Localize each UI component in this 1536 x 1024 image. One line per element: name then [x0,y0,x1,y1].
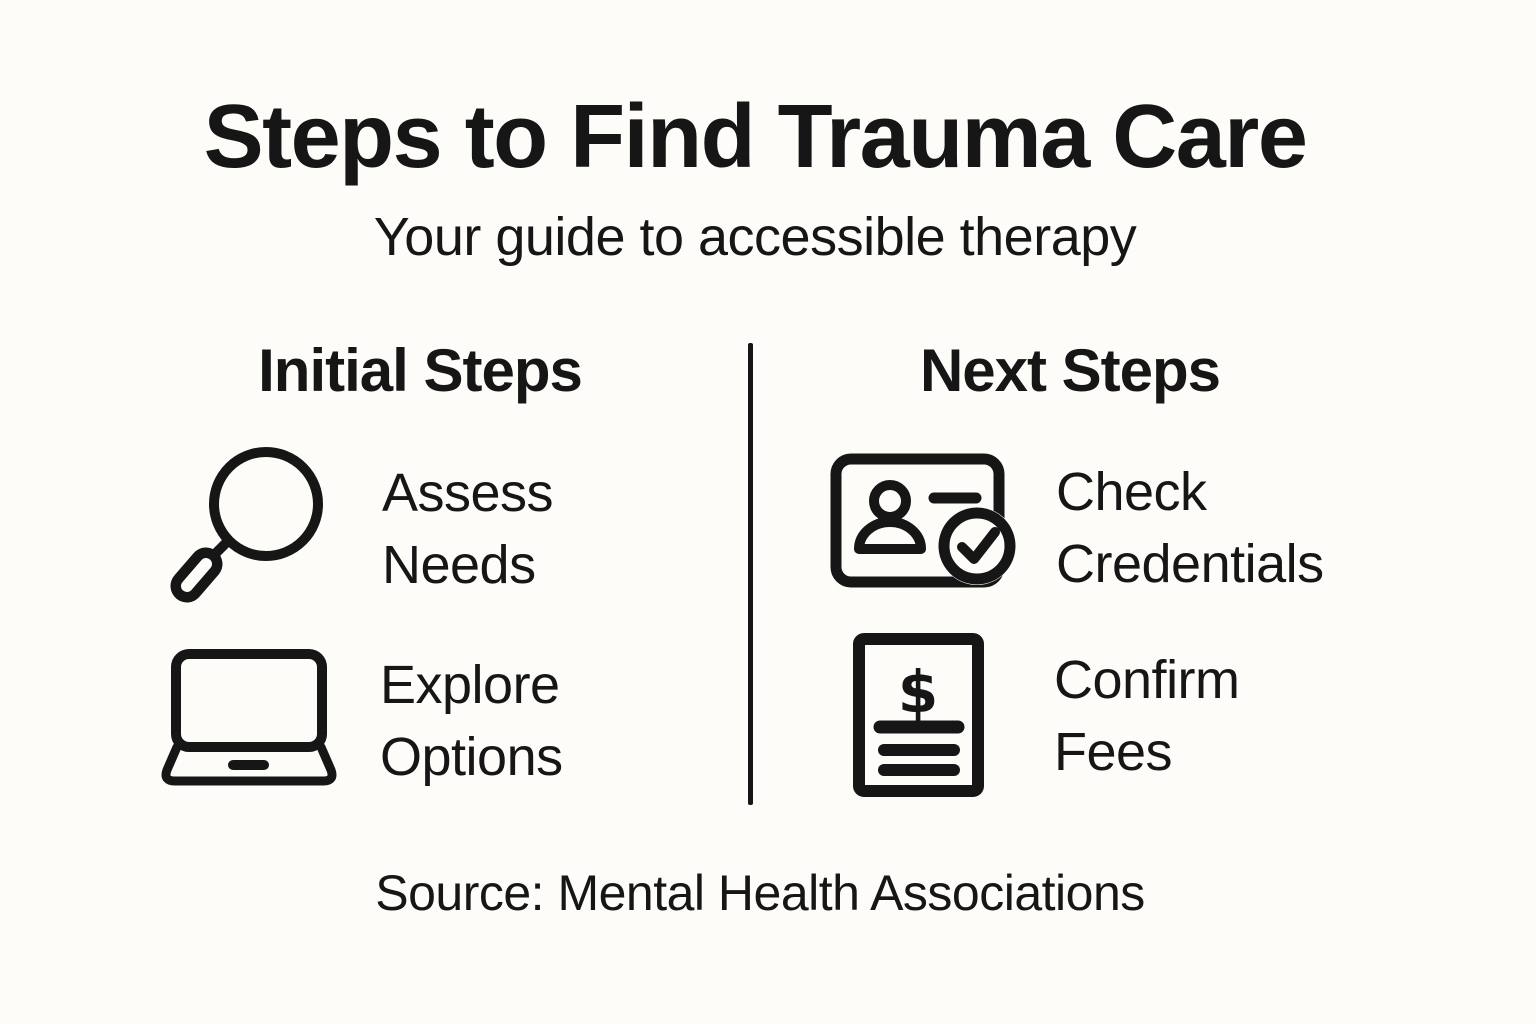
magnifier-icon [168,446,338,613]
source-attribution: Source: Mental Health Associations [375,865,1145,921]
step-label: Assess Needs [382,463,554,595]
page-title: Steps to Find Trauma Care [203,87,1308,187]
page-subtitle: Your guide to accessible therapy [373,207,1137,267]
step-explore-options: Explore Options [160,648,563,795]
fee-document-icon: $ [852,628,986,805]
laptop-icon [160,648,338,795]
column-heading-next-steps: Next Steps [919,337,1221,404]
step-check-credentials: Check Credentials [828,452,1324,604]
column-divider [748,343,753,805]
step-label: Explore Options [380,655,563,787]
step-assess-needs: Assess Needs [168,446,554,613]
dollar-glyph: $ [898,658,938,726]
step-label: Check Credentials [1056,462,1324,594]
column-heading-initial-steps: Initial Steps [258,337,583,404]
step-confirm-fees: $ Confirm Fees [852,630,1240,802]
id-card-check-icon [828,450,1018,607]
step-label: Confirm Fees [1054,650,1240,782]
